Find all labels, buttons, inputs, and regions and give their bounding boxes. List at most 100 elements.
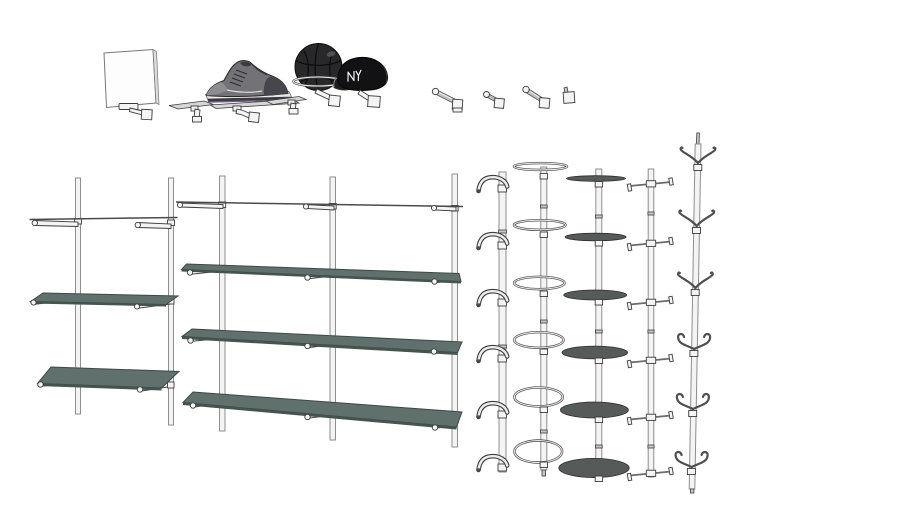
arm-end-cap — [186, 269, 194, 276]
wall-plate — [327, 94, 341, 108]
display-disc — [560, 401, 629, 423]
pole-joint — [540, 319, 548, 324]
arm-end-cap — [187, 337, 194, 344]
bar-pole — [626, 168, 674, 482]
pole-joint — [647, 329, 655, 334]
double-hook — [674, 450, 709, 475]
cross-bar — [626, 236, 674, 252]
display-disc — [563, 289, 628, 306]
upright-post — [329, 176, 336, 441]
sign-panel-edge — [152, 48, 160, 106]
laces — [229, 69, 248, 87]
wall-plate — [192, 116, 202, 123]
toe-panel — [206, 82, 227, 96]
double-hook — [675, 392, 711, 417]
pole-joint — [595, 329, 603, 334]
ring-pole — [512, 161, 569, 477]
side-accent — [226, 89, 263, 93]
ball-seam — [302, 50, 309, 85]
ball-end — [522, 85, 530, 94]
display-pole — [688, 143, 702, 490]
ball-seam — [295, 59, 342, 66]
ankle-line — [251, 63, 268, 76]
double-hook — [676, 332, 712, 357]
cross-bar — [626, 295, 674, 311]
display-arc — [476, 453, 510, 473]
display-arc — [476, 400, 510, 420]
shelf-front-edge — [37, 383, 162, 391]
pole-joint — [647, 444, 655, 449]
arm-end-cap — [304, 413, 311, 421]
cross-bar — [626, 177, 674, 192]
sign-panel-display — [103, 48, 160, 121]
rail-arm — [33, 220, 79, 227]
display-disc — [566, 175, 626, 188]
pole-tip — [690, 488, 695, 494]
wall-plate-small — [562, 86, 576, 104]
hat-ring — [512, 275, 566, 297]
arm-end-cap — [30, 299, 37, 306]
brim-edge — [333, 77, 338, 88]
arm-end-cap — [31, 219, 38, 227]
arm-end-cap — [133, 303, 141, 310]
hat-ring — [513, 439, 564, 468]
cross-bar — [626, 410, 674, 426]
hat-ring — [513, 386, 564, 413]
ball-end — [483, 91, 490, 98]
hat-ring — [513, 331, 565, 355]
shelf-unit-three-post — [175, 173, 464, 448]
arm-end-cap — [304, 274, 311, 281]
upright-post — [219, 175, 226, 432]
shoe-shelf-empty-left — [168, 100, 214, 123]
arm-end-cap — [136, 386, 144, 393]
faceout-rod-long — [431, 87, 464, 113]
pole-joint — [498, 229, 507, 234]
pole-tip — [541, 469, 546, 477]
arm-end-cap — [176, 201, 184, 209]
display-arc — [476, 174, 510, 194]
shelf-front-edge — [30, 301, 166, 307]
pole-joint — [595, 444, 603, 449]
shelf-unit-two-post — [28, 177, 181, 426]
cross-bar — [626, 353, 674, 369]
wall-plate — [538, 97, 551, 109]
pole-joint — [647, 211, 655, 216]
pole-top-pin — [695, 132, 700, 146]
arm-end-cap — [189, 402, 197, 409]
faceout-rod-medium — [522, 85, 551, 109]
disc-pole — [558, 168, 630, 482]
arm-end-cap — [431, 424, 439, 431]
heel-panel — [263, 76, 288, 96]
plate-foot — [452, 107, 463, 113]
shelf-front-edge — [182, 336, 458, 355]
cap-edge-highlight — [382, 65, 388, 84]
display-arc — [476, 344, 510, 364]
arm-end-cap — [134, 221, 141, 229]
ny-logo — [347, 69, 362, 82]
rail-arm — [178, 202, 224, 209]
pole-joint — [595, 214, 603, 219]
shoe-shelf-empty-right — [264, 96, 308, 115]
cross-bar — [626, 466, 674, 482]
rail-arm — [136, 222, 172, 229]
wall-plate — [140, 108, 153, 121]
hat-ring — [512, 161, 569, 180]
wall-plate — [288, 108, 299, 115]
arm-end-cap — [37, 381, 44, 388]
hook-pole — [674, 132, 717, 494]
display-disc — [558, 457, 630, 482]
display-pole — [647, 168, 655, 478]
display-disc — [561, 345, 628, 364]
ball-end — [431, 87, 440, 96]
hat-ring — [512, 218, 567, 238]
collar-opening — [240, 61, 252, 67]
cap-display — [333, 56, 389, 108]
rail-arm — [304, 204, 335, 211]
ball-label — [326, 51, 336, 57]
shelf-front-edge — [183, 402, 457, 430]
wall-plate — [248, 111, 260, 123]
wall-plate — [493, 97, 505, 109]
hang-rail — [29, 216, 178, 221]
baseball-cap — [337, 56, 389, 91]
